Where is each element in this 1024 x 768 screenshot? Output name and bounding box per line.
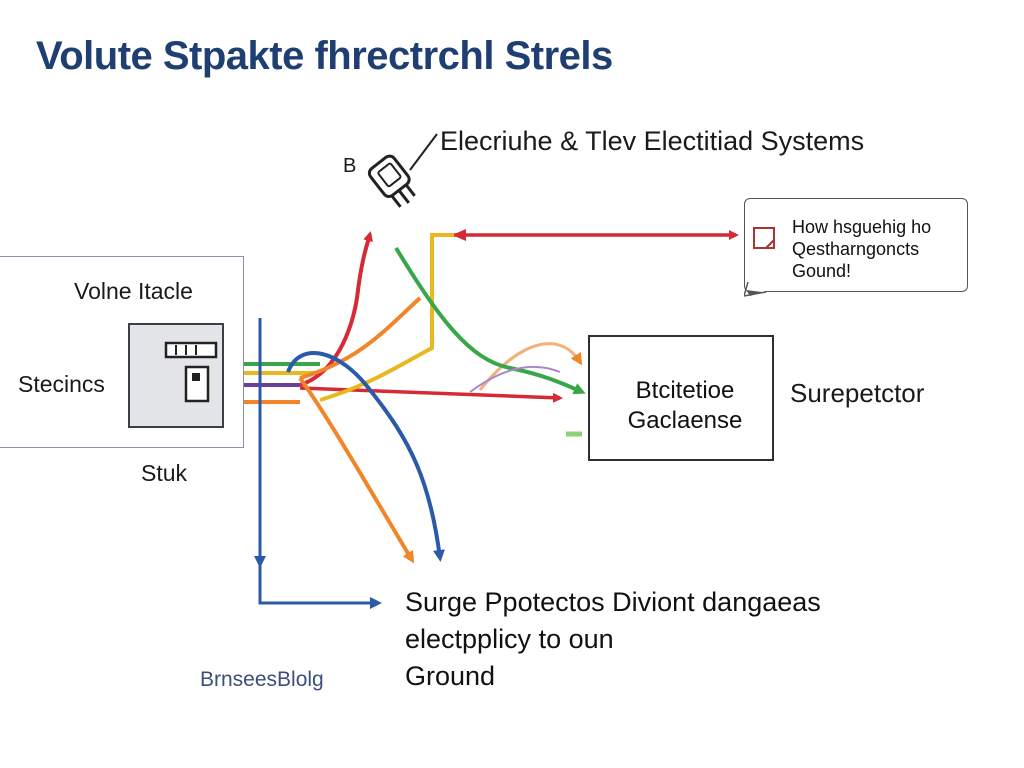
ground-caption: Surge Ppotectos Diviont dangaeas electpp… xyxy=(405,584,1005,695)
wire-orange-down xyxy=(298,376,415,564)
source-box-label: Volne Itacle xyxy=(74,278,193,304)
ground-caption-line-2: electpplicy to oun xyxy=(405,624,614,654)
wire-green xyxy=(394,246,586,395)
plug-pointer-line xyxy=(409,133,438,171)
ground-caption-line-3: Ground xyxy=(405,661,496,691)
protector-device-box xyxy=(588,335,774,461)
wire-orange-right xyxy=(478,342,583,391)
callout-box xyxy=(744,198,968,292)
protector-device-label: Btcitetioe Gaclaense xyxy=(596,376,774,436)
callout-line-3: Gound! xyxy=(792,261,852,281)
callout-tail xyxy=(744,282,767,297)
wire-orange-up xyxy=(299,296,422,380)
electrical-panel-icon xyxy=(128,323,224,428)
plug-icon xyxy=(367,154,416,208)
subtitle: Elecriuhe & Tlev Electitiad Systems xyxy=(440,126,865,156)
plug-label: B xyxy=(343,155,357,177)
callout-text: How hsguehig ho Qestharngoncts Gound! xyxy=(792,216,972,282)
ground-caption-line-1: Surge Ppotectos Diviont dangaeas xyxy=(405,587,821,617)
source-bottom-label: Stuk xyxy=(141,460,188,486)
wire-red-device xyxy=(299,386,563,403)
wire-purple-faint xyxy=(469,365,561,393)
device-line-2: Gaclaense xyxy=(627,407,743,434)
wire-blue-ground xyxy=(258,318,382,609)
source-side-label: Stecincs xyxy=(18,371,105,397)
note-icon xyxy=(753,227,775,249)
callout-line-1: How hsguehig ho xyxy=(792,217,932,237)
wire-blue-small-head xyxy=(254,556,266,568)
brand-watermark: BrnseesBlolg xyxy=(200,668,324,691)
device-line-1: Btcitetioe xyxy=(635,377,735,404)
protector-side-label: Surepetctor xyxy=(790,378,925,408)
wire-blue-loop xyxy=(286,351,445,562)
wire-yellow-riser xyxy=(319,233,454,402)
wire-red-top-head xyxy=(452,229,466,241)
page-title: Volute Stpakte fhrectrchl Strels xyxy=(36,34,613,78)
callout-line-2: Qestharngoncts xyxy=(792,239,920,259)
